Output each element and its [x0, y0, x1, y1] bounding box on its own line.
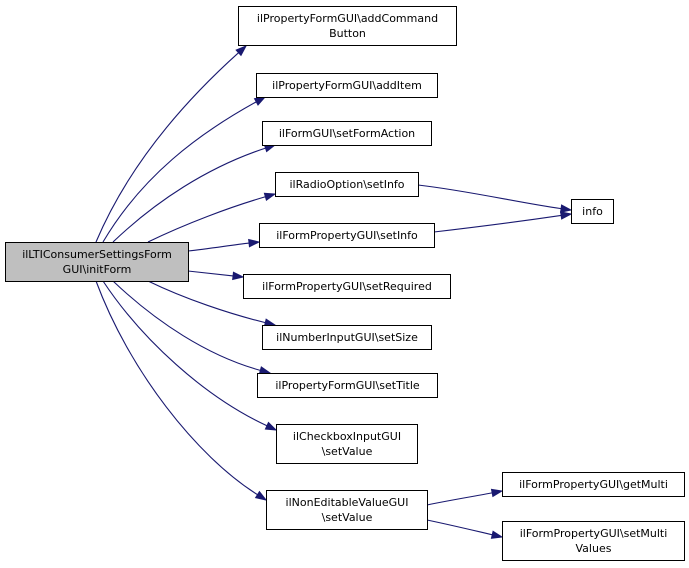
- node-box: [257, 373, 438, 398]
- edge-line: [426, 519, 493, 536]
- edge-root-to-fpSetInfo: [187, 238, 261, 252]
- edge-root-to-nevSetValue: [95, 280, 268, 501]
- node-label-line: Values: [576, 542, 612, 555]
- node-box: [502, 472, 685, 497]
- node-label-line: ilPropertyFormGUI\setTitle: [275, 379, 420, 392]
- edge-root-to-setRequired: [187, 270, 245, 281]
- node-box: [276, 424, 418, 464]
- node-label-line: ilFormGUI\setFormAction: [279, 127, 415, 140]
- edge-line: [112, 147, 266, 243]
- edges-layer: [95, 45, 573, 539]
- node-box: [243, 274, 451, 299]
- node-info[interactable]: info: [571, 199, 614, 224]
- node-getMulti[interactable]: ilFormPropertyGUI\getMulti: [502, 472, 685, 497]
- edge-radioSetInfo-to-info: [417, 184, 573, 213]
- edge-line: [95, 52, 239, 243]
- node-label-line: ilPropertyFormGUI\addCommand: [257, 12, 438, 25]
- edge-arrowhead: [264, 421, 278, 431]
- node-radioSetInfo[interactable]: ilRadioOption\setInfo: [275, 172, 419, 197]
- node-label-line: ilLTIConsumerSettingsForm: [22, 248, 172, 261]
- edge-nevSetValue-to-getMulti: [426, 488, 504, 506]
- node-nevSetValue[interactable]: ilNonEditableValueGUI \setValue: [266, 490, 428, 530]
- edge-arrowhead: [263, 192, 277, 202]
- node-box: [266, 490, 428, 530]
- node-setRequired[interactable]: ilFormPropertyGUI\setRequired: [243, 274, 451, 299]
- edge-line: [102, 280, 268, 427]
- node-label-line: ilFormPropertyGUI\setMulti: [520, 527, 668, 540]
- edge-fpSetInfo-to-info: [433, 211, 573, 233]
- node-label-line: \setValue: [322, 445, 373, 458]
- node-box: [5, 242, 189, 282]
- edge-arrowhead: [232, 271, 245, 281]
- edge-arrowhead: [254, 490, 268, 501]
- node-label-line: ilFormPropertyGUI\getMulti: [519, 478, 668, 491]
- edge-arrowhead: [559, 211, 573, 220]
- node-box: [259, 223, 435, 248]
- edge-line: [112, 280, 261, 371]
- node-label-line: GUI\initForm: [63, 263, 132, 276]
- node-box: [238, 6, 457, 46]
- edge-line: [187, 242, 250, 252]
- edge-line: [433, 214, 562, 233]
- edge-arrowhead: [560, 204, 573, 213]
- node-box: [502, 521, 685, 561]
- edge-root-to-setFormAction: [112, 144, 277, 243]
- node-setSize[interactable]: ilNumberInputGUI\setSize: [262, 325, 432, 350]
- edge-line: [417, 184, 562, 210]
- edge-line: [147, 280, 266, 324]
- node-label-line: ilNonEditableValueGUI: [286, 496, 409, 509]
- edge-line: [102, 101, 257, 243]
- node-label-line: \setValue: [322, 511, 373, 524]
- edge-arrowhead: [248, 238, 261, 248]
- edge-root-to-radioSetInfo: [147, 192, 277, 243]
- edge-arrowhead: [490, 488, 504, 498]
- edge-root-to-cbSetValue: [102, 280, 278, 431]
- node-label-line: info: [582, 205, 603, 218]
- edge-root-to-addCommandButton: [95, 45, 248, 243]
- node-fpSetInfo[interactable]: ilFormPropertyGUI\setInfo: [259, 223, 435, 248]
- edge-root-to-addItem: [102, 96, 267, 243]
- node-label-line: ilNumberInputGUI\setSize: [276, 331, 418, 344]
- node-setTitle[interactable]: ilPropertyFormGUI\setTitle: [257, 373, 438, 398]
- node-cbSetValue[interactable]: ilCheckboxInputGUI \setValue: [276, 424, 418, 464]
- edge-arrowhead: [253, 96, 267, 106]
- node-label-line: ilFormPropertyGUI\setRequired: [262, 280, 432, 293]
- edge-arrowhead: [258, 366, 272, 375]
- node-label-line: ilFormPropertyGUI\setInfo: [276, 229, 418, 242]
- node-box: [571, 199, 614, 224]
- node-setFormAction[interactable]: ilFormGUI\setFormAction: [262, 121, 432, 146]
- node-label-line: ilPropertyFormGUI\addItem: [272, 79, 422, 92]
- edge-line: [147, 196, 266, 243]
- edge-nevSetValue-to-setMultiValues: [426, 519, 504, 539]
- edge-line: [187, 270, 234, 277]
- node-box: [256, 73, 438, 98]
- node-label-line: ilCheckboxInputGUI: [293, 430, 401, 443]
- edge-line: [426, 492, 493, 506]
- node-box: [275, 172, 419, 197]
- edge-arrowhead: [490, 530, 504, 539]
- node-box: [262, 121, 432, 146]
- edge-arrowhead: [235, 45, 248, 57]
- node-box: [262, 325, 432, 350]
- node-label-line: Button: [329, 27, 366, 40]
- node-addItem[interactable]: ilPropertyFormGUI\addItem: [256, 73, 438, 98]
- node-label-line: ilRadioOption\setInfo: [289, 178, 404, 191]
- edge-line: [95, 280, 258, 496]
